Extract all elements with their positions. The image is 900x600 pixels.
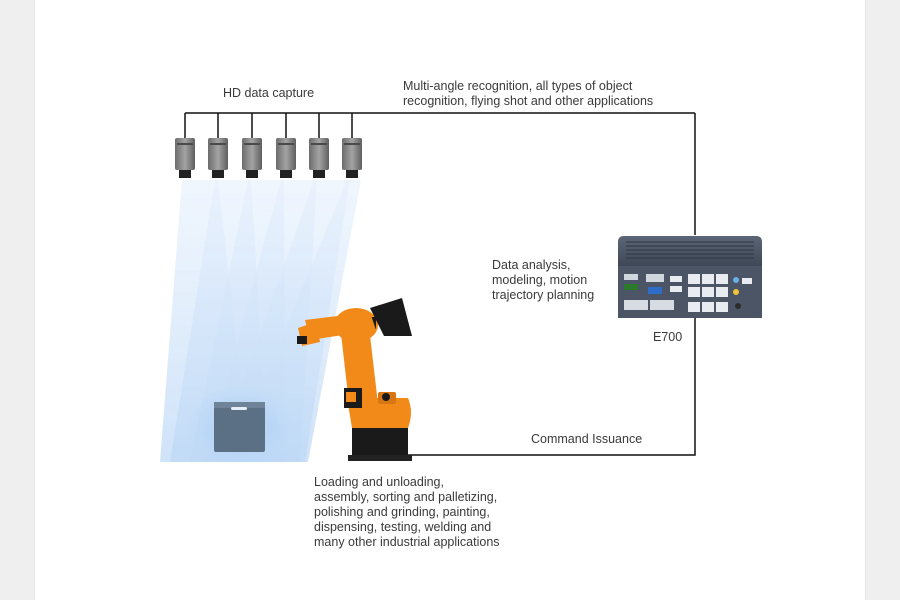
data-analysis-label: Data analysis, modeling, motion trajecto… <box>492 258 595 302</box>
camera-icon <box>342 138 362 178</box>
connection-lines <box>184 112 696 456</box>
industrial-applications-label: Loading and unloading, assembly, sorting… <box>314 475 500 549</box>
robot-arm-icon <box>297 298 412 461</box>
controller-box-icon <box>618 236 762 318</box>
workpiece-box-icon <box>214 402 265 452</box>
camera-icon <box>242 138 262 178</box>
camera-icon <box>276 138 296 178</box>
camera-icon <box>309 138 329 178</box>
hd-data-capture-label: HD data capture <box>223 86 315 100</box>
multi-angle-recognition-label: Multi-angle recognition, all types of ob… <box>403 79 654 108</box>
controller-to-robot-line <box>408 318 696 456</box>
light-beams <box>160 180 361 465</box>
command-issuance-label: Command Issuance <box>531 432 643 446</box>
camera-icon <box>208 138 228 178</box>
device-name-label: E700 <box>653 330 683 344</box>
camera-array <box>175 138 362 178</box>
camera-icon <box>175 138 195 178</box>
